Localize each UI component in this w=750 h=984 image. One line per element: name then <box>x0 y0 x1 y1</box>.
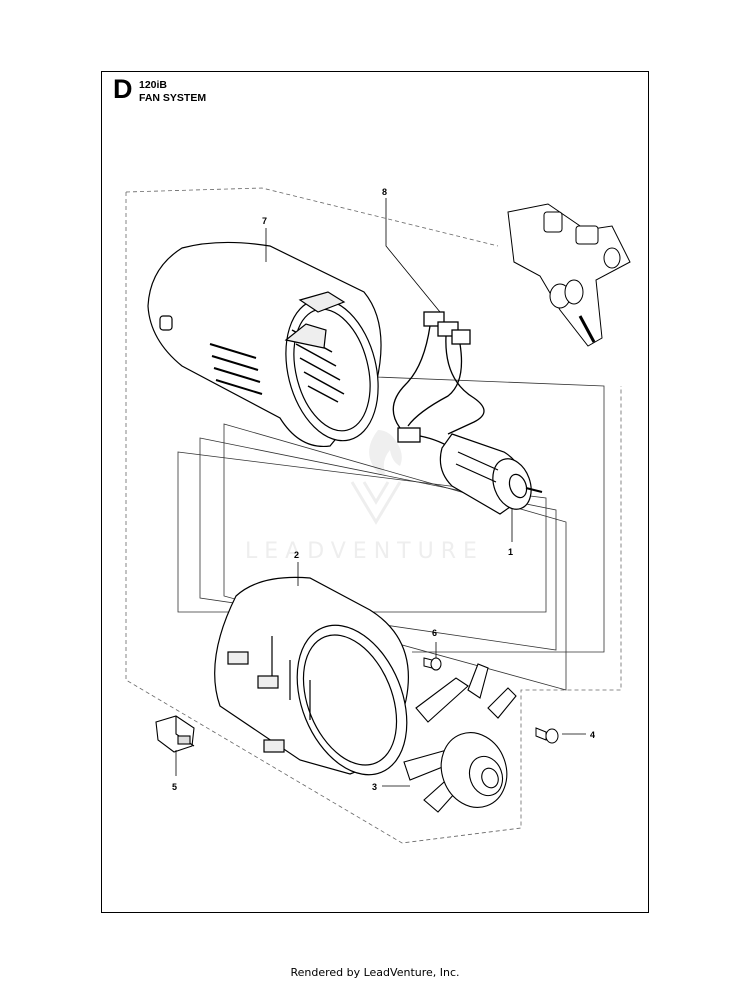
watermark-logo <box>350 430 402 525</box>
part-motor <box>439 433 543 515</box>
part-screw-6 <box>423 657 442 671</box>
part-housing-tube <box>147 241 382 448</box>
callout-5: 5 <box>172 782 177 792</box>
diagram-frame <box>101 71 649 913</box>
callout-6: 6 <box>432 628 437 638</box>
section-letter: D <box>113 74 133 104</box>
part-wiring-harness <box>392 311 485 451</box>
callout-2: 2 <box>294 550 299 560</box>
part-fan-impeller <box>403 663 517 813</box>
watermark-text: LEADVENTURE <box>245 539 484 564</box>
part-fan-housing <box>214 576 409 776</box>
callout-leaders <box>175 198 586 787</box>
system-title: FAN SYSTEM <box>139 92 207 104</box>
part-screw-4 <box>535 727 559 744</box>
model-name: 120iB <box>139 79 168 91</box>
callout-1: 1 <box>508 547 513 557</box>
alignment-lines <box>177 373 605 691</box>
footer-credit: Rendered by LeadVenture, Inc. <box>290 966 460 979</box>
assembly-dashed-outline <box>125 187 622 844</box>
callout-3: 3 <box>372 782 377 792</box>
part-control-board <box>507 203 631 347</box>
callout-7: 7 <box>262 216 267 226</box>
callout-4: 4 <box>590 730 595 740</box>
part-rubber-foot <box>155 715 195 753</box>
callout-8: 8 <box>382 187 387 197</box>
